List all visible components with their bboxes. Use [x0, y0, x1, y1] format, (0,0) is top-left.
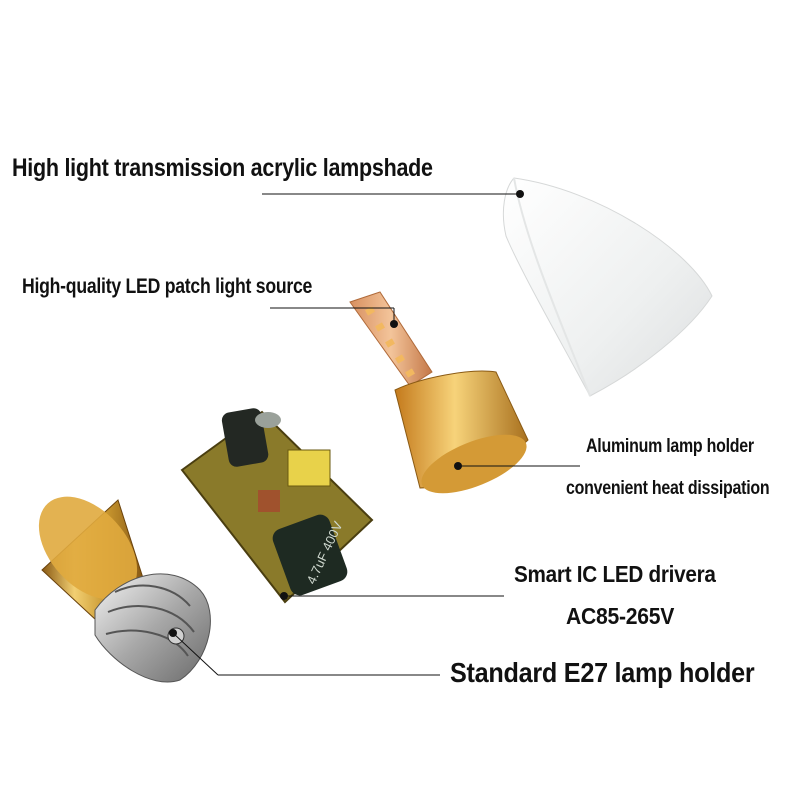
base-callout: Standard E27 lamp holder: [450, 657, 755, 688]
driver-callout-line1: Smart IC LED drivera: [514, 561, 716, 587]
led-driver-board-image: 4.7uF 400V: [180, 408, 374, 604]
lampshade-image: [502, 177, 713, 397]
holder-leader-dot: [454, 462, 462, 470]
e27-base-image: [38, 496, 211, 683]
callout-leaders: [169, 190, 580, 676]
driver-leader-dot: [280, 592, 288, 600]
driver-callout-line2: AC85-265V: [566, 603, 675, 629]
led-leader-dot: [390, 320, 398, 328]
led-source-callout: High-quality LED patch light source: [22, 275, 313, 298]
holder-callout-line1: Aluminum lamp holder: [586, 436, 754, 457]
led-light-source-image: [349, 291, 529, 494]
lampshade-callout: High light transmission acrylic lampshad…: [12, 154, 433, 182]
lampshade-leader-dot: [516, 190, 524, 198]
holder-callout-line2: convenient heat dissipation: [566, 478, 770, 499]
led-chips: [365, 306, 415, 378]
